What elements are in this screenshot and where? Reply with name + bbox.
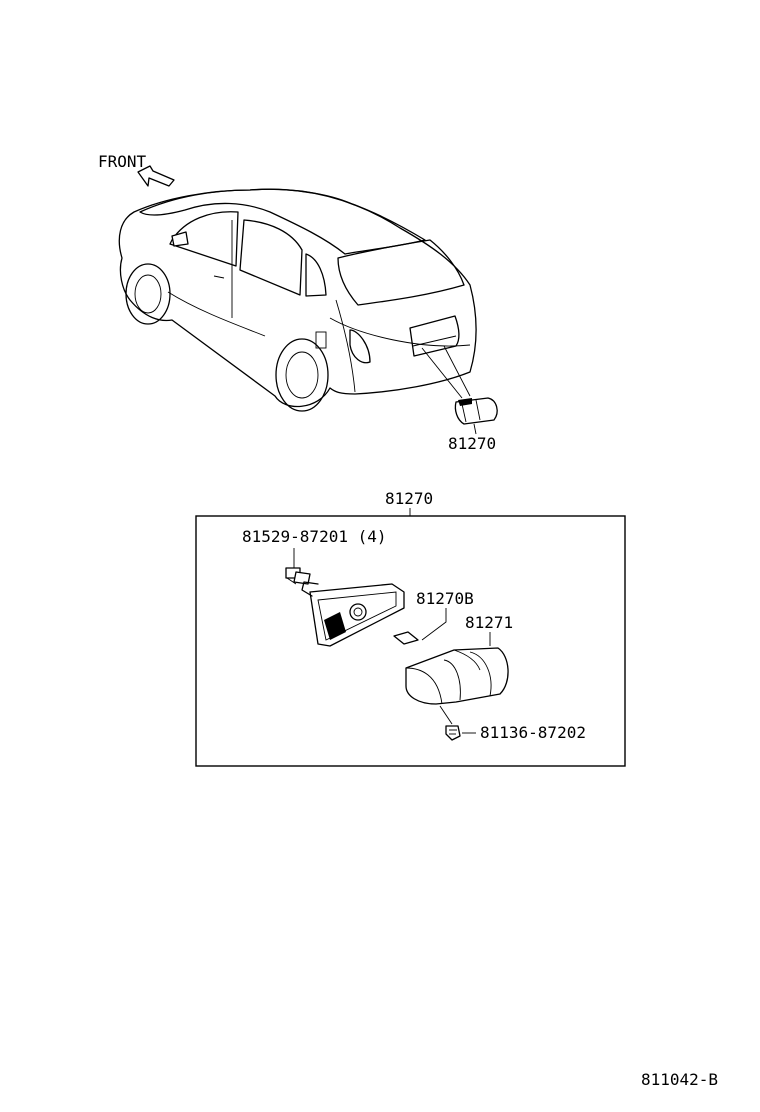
license-lamp-small [454,397,498,435]
gasket-part [393,631,419,645]
part-number-gasket: 81270B [416,589,474,608]
part-number-screw: 81136-87202 [480,723,586,742]
front-label: FRONT [98,152,147,171]
front-arrow-icon [137,165,175,187]
front-indicator: FRONT [98,152,175,187]
lamp-housing-part [301,581,405,647]
assembly-frame [195,515,626,767]
figure-code: 811042-B [641,1070,718,1089]
bulb-part [285,567,311,585]
lens-part [405,647,509,705]
screw-part [445,725,461,741]
part-number-assembly-top: 81270 [448,434,496,453]
part-number-bulb: 81529-87201 (4) [242,527,387,546]
car-illustration [118,188,477,412]
part-number-assembly-box: 81270 [385,489,433,508]
part-number-lens: 81271 [465,613,513,632]
